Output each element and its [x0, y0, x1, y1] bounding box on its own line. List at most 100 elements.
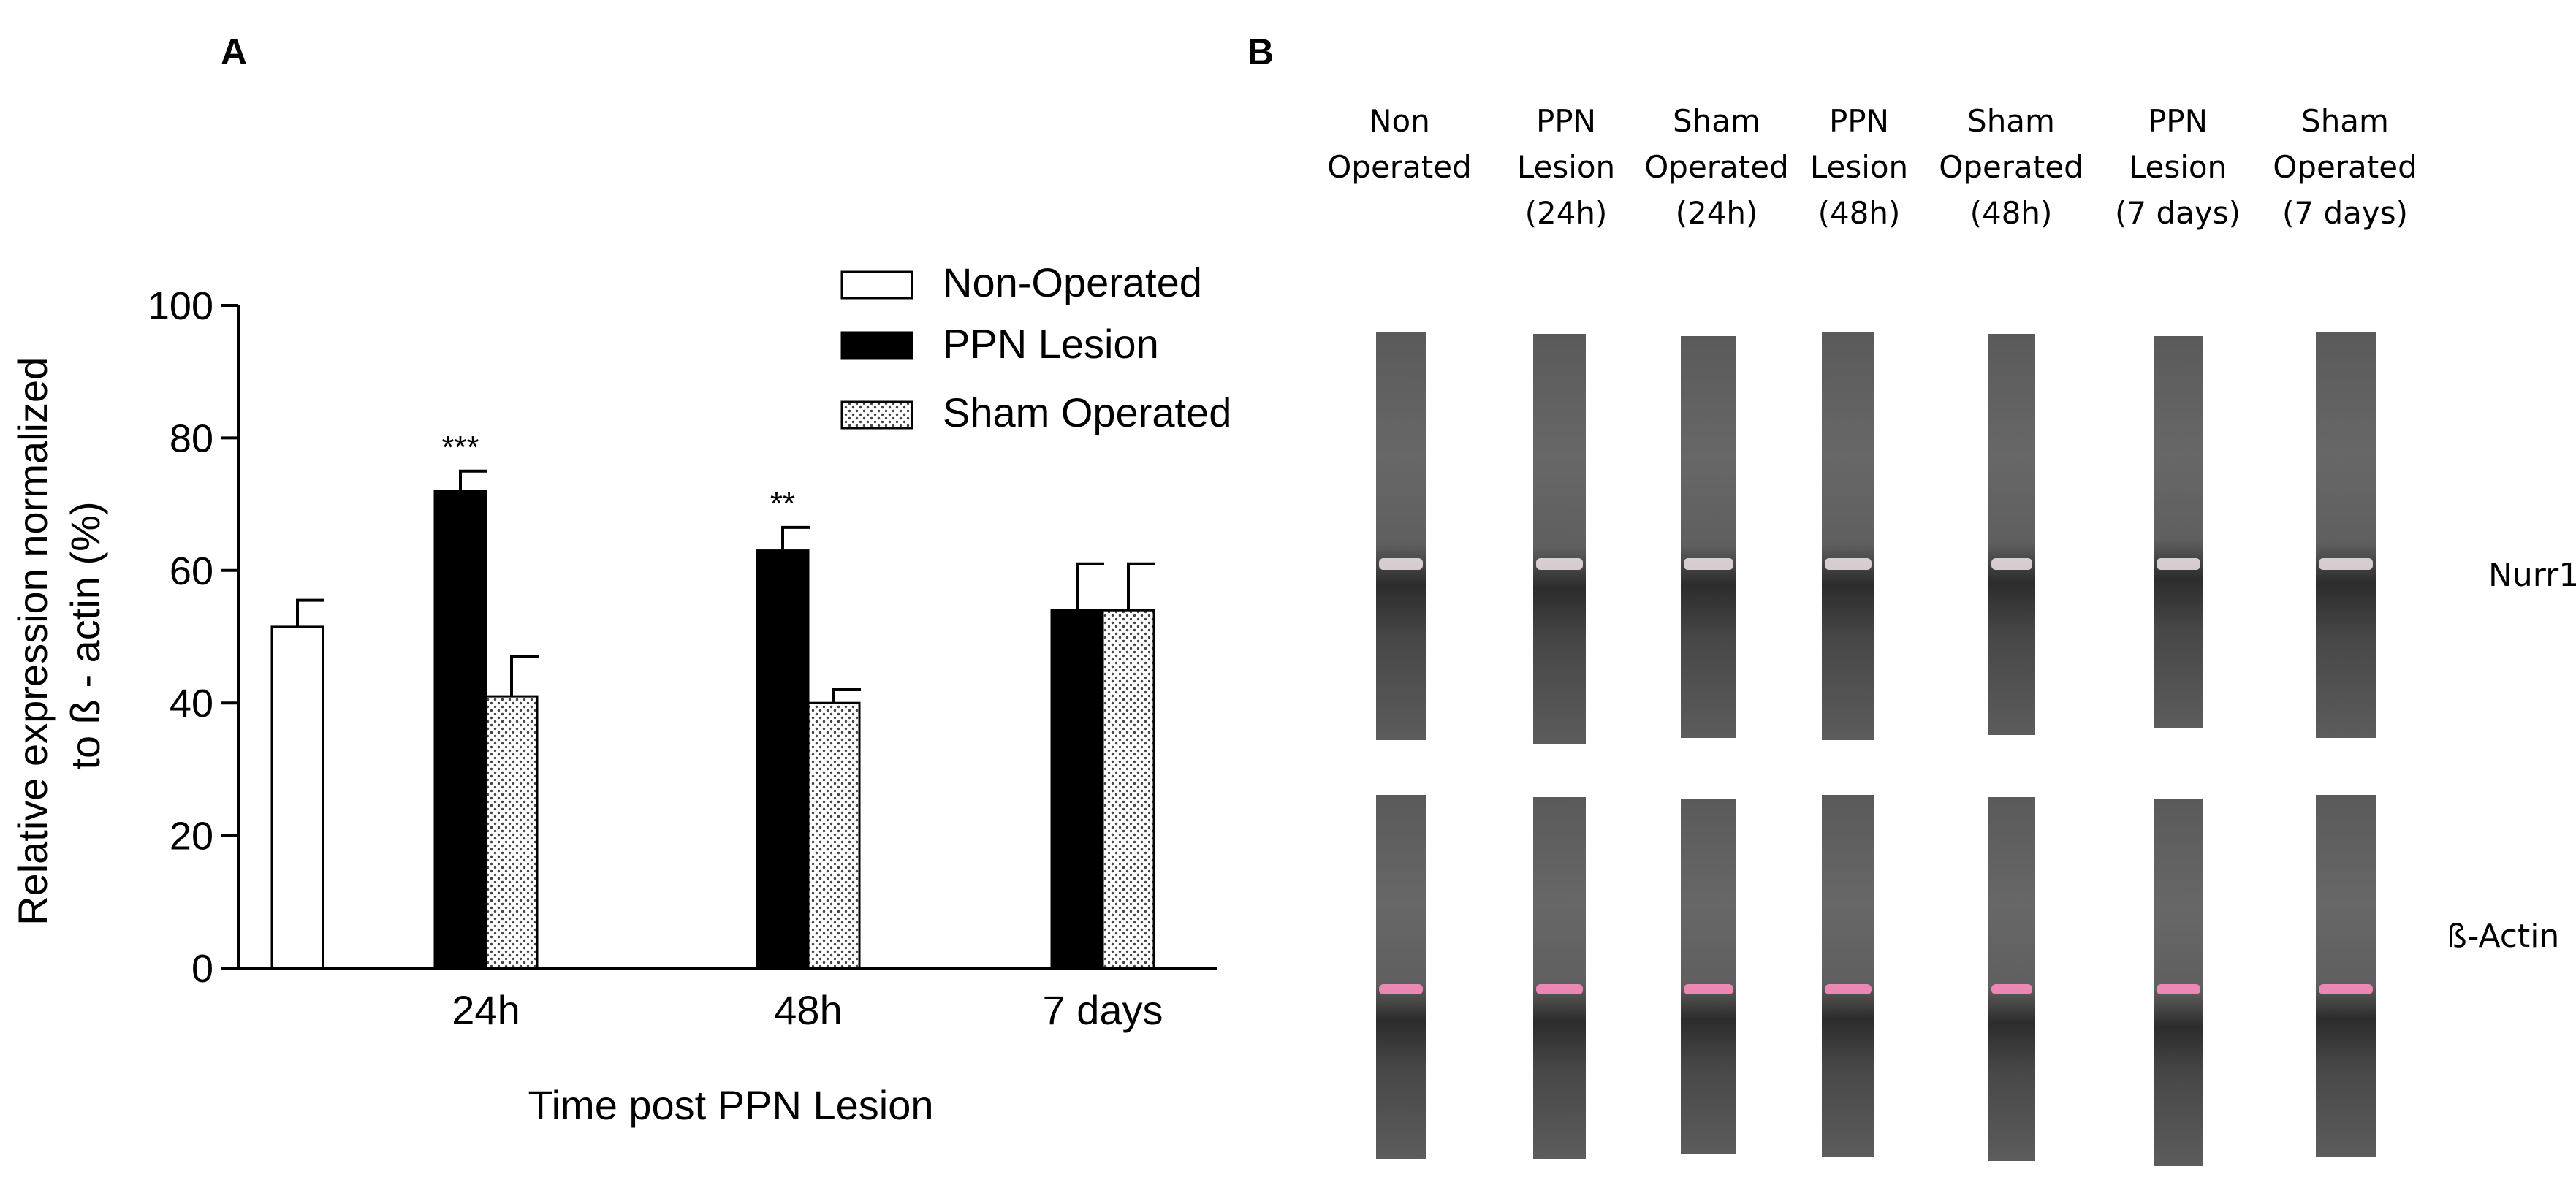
lane-label-4-line-2: Lesion	[1810, 149, 1908, 185]
legend-swatch-ppn-lesion	[840, 331, 913, 360]
bar-ppn-lesion-48h	[756, 549, 810, 970]
lane-label-4-line-1: PPN	[1829, 103, 1889, 139]
lane-label-2-line-3: (24h)	[1525, 195, 1608, 231]
gel-strip-actin-2	[1533, 797, 1586, 1159]
legend-swatch-sham-operated	[840, 400, 913, 430]
gel-strip-nurr1-2	[1533, 334, 1586, 744]
lane-label-6-line-3: (7 days)	[2115, 195, 2241, 231]
x-tick-label-24h: 24h	[452, 987, 520, 1033]
y-axis-label-line-2: to ß - actin (%)	[62, 501, 108, 769]
gel-strips	[1376, 332, 2376, 1166]
band-nurr1-6	[2157, 558, 2200, 570]
y-axis-label-line-1: Relative expression normalized	[10, 357, 56, 926]
lane-label-7-line-3: (7 days)	[2282, 195, 2408, 231]
gel-strip-actin-6	[2154, 799, 2203, 1166]
legend-item-non-operated: Non-Operated	[840, 259, 1202, 305]
lane-label-7-line-2: Operated	[2273, 149, 2417, 185]
band-actin-2	[1536, 984, 1583, 994]
significance-24h: ***	[441, 430, 479, 465]
y-tick-label-60: 60	[170, 549, 213, 593]
bar-ppn-lesion-24h	[433, 490, 487, 970]
lane-label-5-line-1: Sham	[1967, 103, 2055, 139]
y-tick-label-40: 40	[170, 682, 213, 725]
lane-label-6-line-2: Lesion	[2129, 149, 2227, 185]
y-axis-label: Relative expression normalized to ß - ac…	[10, 346, 108, 926]
bars	[270, 469, 1155, 970]
band-nurr1-7	[2319, 558, 2373, 570]
band-nurr1-3	[1684, 558, 1733, 570]
lane-label-4: PPN Lesion (48h)	[1810, 103, 1908, 231]
y-tick-label-100: 100	[148, 284, 213, 328]
lane-label-5-line-3: (48h)	[1970, 195, 2053, 231]
bar-non-operated-baseline	[270, 625, 324, 970]
lane-label-3-line-2: Operated	[1644, 149, 1789, 185]
band-nurr1-4	[1825, 558, 1872, 570]
gel-strip-nurr1-7	[2316, 332, 2376, 738]
legend-item-sham-operated: Sham Operated	[840, 389, 1231, 435]
x-tick-label-7-days: 7 days	[1043, 987, 1163, 1033]
lane-label-2-line-1: PPN	[1536, 103, 1596, 139]
lane-label-3-line-1: Sham	[1673, 103, 1760, 139]
annotations: *****	[441, 430, 795, 522]
lane-label-6-line-1: PPN	[2148, 103, 2208, 139]
band-actin-4	[1825, 984, 1872, 994]
panel-a-label: A	[221, 31, 247, 72]
band-actin-7	[2319, 984, 2373, 994]
lane-label-3-line-3: (24h)	[1676, 195, 1758, 231]
lane-label-6: PPN Lesion (7 days)	[2115, 103, 2241, 231]
band-actin-6	[2157, 984, 2200, 994]
y-tick-label-80: 80	[170, 416, 213, 460]
bar-sham-operated-48h	[807, 701, 861, 970]
lane-label-7-line-1: Sham	[2301, 103, 2389, 139]
bar-ppn-lesion-7-days	[1050, 609, 1104, 970]
band-actin-1	[1379, 984, 1423, 994]
y-tick-label-0: 0	[191, 947, 213, 991]
gel-strip-nurr1-4	[1822, 332, 1874, 740]
row-label-nurr1: Nurr1	[2488, 557, 2576, 594]
y-tick-label-20: 20	[170, 815, 213, 858]
lane-label-1-line-1: Non	[1369, 103, 1430, 139]
legend-label-sham-operated: Sham Operated	[943, 389, 1231, 435]
lane-label-1-line-2: Operated	[1327, 149, 1472, 185]
legend-label-ppn-lesion: PPN Lesion	[943, 321, 1159, 367]
band-nurr1-1	[1379, 558, 1423, 570]
x-axis-label: Time post PPN Lesion	[528, 1082, 933, 1128]
gel-strip-nurr1-1	[1376, 332, 1426, 740]
bar-sham-operated-24h	[485, 695, 539, 970]
band-nurr1-2	[1536, 558, 1583, 570]
lane-label-5-line-2: Operated	[1939, 149, 2083, 185]
legend-item-ppn-lesion: PPN Lesion	[840, 321, 1159, 367]
lane-label-2: PPN Lesion (24h)	[1517, 103, 1615, 231]
gel-strip-nurr1-6	[2154, 336, 2203, 728]
band-nurr1-5	[1991, 558, 2032, 570]
gel-strip-actin-3	[1681, 799, 1736, 1154]
row-label-actin: ß-Actin	[2447, 918, 2559, 955]
lane-label-2-line-2: Lesion	[1517, 149, 1615, 185]
gel-strip-nurr1-5	[1988, 334, 2035, 735]
band-actin-3	[1684, 984, 1733, 994]
gel-strip-nurr1-3	[1681, 336, 1736, 738]
lane-label-4-line-3: (48h)	[1818, 195, 1901, 231]
gel-strip-actin-1	[1376, 795, 1426, 1159]
gel-strip-actin-4	[1822, 795, 1874, 1157]
legend-swatch-non-operated	[840, 270, 913, 300]
legend-label-non-operated: Non-Operated	[943, 259, 1202, 305]
gel-strip-actin-7	[2316, 795, 2376, 1157]
significance-48h: **	[770, 486, 795, 522]
bar-sham-operated-7-days	[1101, 609, 1155, 970]
panel-b-label: B	[1247, 31, 1274, 72]
x-ticks: 24h 48h 7 days	[452, 987, 1163, 1033]
legend: Non-Operated PPN Lesion Sham Operated	[840, 259, 1231, 435]
y-ticks: 0 20 40 60 80 100	[148, 284, 238, 991]
gel-strip-actin-5	[1988, 797, 2035, 1161]
x-tick-label-48h: 48h	[774, 987, 842, 1033]
band-actin-5	[1991, 984, 2032, 994]
